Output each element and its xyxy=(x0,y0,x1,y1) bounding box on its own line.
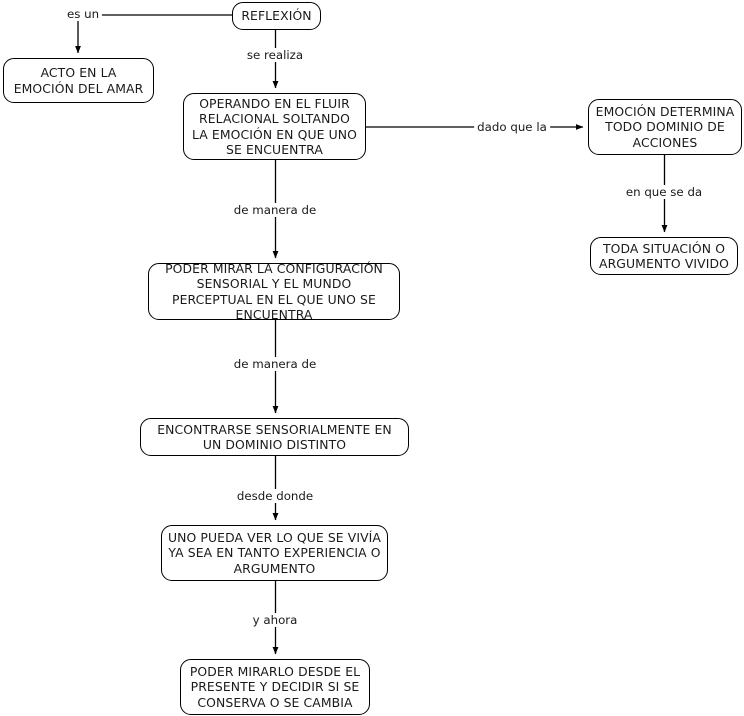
node-toda-situacion-label: TODA SITUACIÓN O ARGUMENTO VIVIDO xyxy=(599,240,729,272)
node-uno-pueda-ver-label: UNO PUEDA VER LO QUE SE VIVÍA YA SEA EN … xyxy=(168,529,382,576)
node-emocion-determina[interactable]: EMOCIÓN DETERMINA TODO DOMINIO DE ACCION… xyxy=(588,99,742,155)
edge-label-desde-donde: desde donde xyxy=(233,489,317,503)
node-emocion-determina-label: EMOCIÓN DETERMINA TODO DOMINIO DE ACCION… xyxy=(595,103,735,150)
node-acto-amar[interactable]: ACTO EN LA EMOCIÓN DEL AMAR xyxy=(3,58,154,103)
edge-label-en-que-se-da: en que se da xyxy=(622,185,706,199)
node-operando[interactable]: OPERANDO EN EL FLUIR RELACIONAL SOLTANDO… xyxy=(183,93,366,160)
edge-label-dado-que-la: dado que la xyxy=(474,120,550,134)
node-encontrarse[interactable]: ENCONTRARSE SENSORIALMENTE EN UN DOMINIO… xyxy=(140,418,409,456)
edge-label-y-ahora: y ahora xyxy=(249,613,301,627)
node-reflexion[interactable]: REFLEXIÓN xyxy=(232,2,321,30)
node-poder-mirarlo[interactable]: PODER MIRARLO DESDE EL PRESENTE Y DECIDI… xyxy=(180,659,370,715)
edge-label-de-manera-de-2: de manera de xyxy=(230,357,320,371)
edge-label-es-un: es un xyxy=(63,7,103,21)
node-poder-mirarlo-label: PODER MIRARLO DESDE EL PRESENTE Y DECIDI… xyxy=(189,663,361,710)
node-poder-mirar[interactable]: PODER MIRAR LA CONFIGURACIÓN SENSORIAL Y… xyxy=(148,260,400,323)
node-encontrarse-label: ENCONTRARSE SENSORIALMENTE EN UN DOMINIO… xyxy=(157,421,392,453)
node-acto-amar-label: ACTO EN LA EMOCIÓN DEL AMAR xyxy=(13,65,144,96)
node-uno-pueda-ver[interactable]: UNO PUEDA VER LO QUE SE VIVÍA YA SEA EN … xyxy=(161,525,388,581)
edge-label-se-realiza: se realiza xyxy=(243,48,307,62)
node-toda-situacion[interactable]: TODA SITUACIÓN O ARGUMENTO VIVIDO xyxy=(590,237,738,275)
node-reflexion-label: REFLEXIÓN xyxy=(241,8,312,24)
edge-label-de-manera-de-1: de manera de xyxy=(230,203,320,217)
node-operando-label: OPERANDO EN EL FLUIR RELACIONAL SOLTANDO… xyxy=(192,95,357,158)
node-poder-mirar-label: PODER MIRAR LA CONFIGURACIÓN SENSORIAL Y… xyxy=(165,260,383,323)
